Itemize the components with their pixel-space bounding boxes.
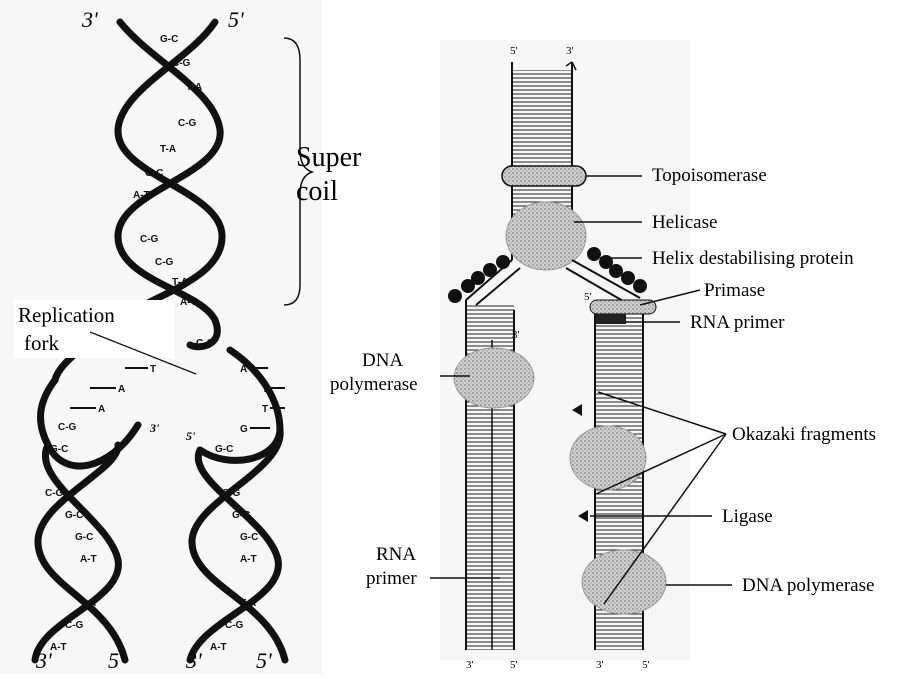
super-coil-label: coil	[296, 176, 338, 207]
fork-base: A	[240, 364, 247, 375]
base-pair: C-G	[222, 488, 241, 499]
end-label: 5'	[642, 659, 650, 671]
base-pair: G-C	[240, 532, 258, 543]
dna-polymerase-right-label: DNA polymerase	[742, 575, 874, 596]
base-pair: G-C	[145, 168, 163, 179]
base-pair: A-T	[50, 642, 67, 653]
replication-fork-label: Replication	[18, 303, 115, 327]
base-pair: G-C	[50, 444, 68, 455]
primase-enzyme	[590, 300, 656, 314]
rna-primer-top	[596, 314, 626, 324]
fork-base: T	[262, 384, 268, 395]
rna-primer-bottom-label: RNA	[376, 544, 416, 565]
left-panel: G-C C-G T-A C-G T-A G-C A-T C-G C-G T-A …	[0, 0, 362, 674]
topoisomerase-label: Topoisomerase	[652, 165, 767, 186]
helix-destabilising-label: Helix destabilising protein	[652, 248, 854, 269]
rna-primer-top-label: RNA primer	[690, 312, 785, 333]
okazaki-fragments-label: Okazaki fragments	[732, 424, 876, 445]
end-label: 5'	[510, 659, 518, 671]
fork-base: G	[240, 424, 248, 435]
end-label: 5'	[256, 648, 272, 673]
fork-base: A	[98, 404, 105, 415]
ligase-label: Ligase	[722, 506, 773, 527]
base-pair: C-G	[155, 257, 174, 268]
end-label: 5'	[584, 291, 592, 303]
base-pair: T-A	[240, 598, 256, 609]
end-label: 3'	[466, 659, 474, 671]
end-label: 3'	[596, 659, 604, 671]
replication-fork-label: fork	[24, 331, 59, 355]
end-label: 3'	[185, 648, 202, 673]
super-coil-label: Super	[296, 142, 362, 173]
base-pair: G-C	[215, 444, 233, 455]
end-label: 3'	[35, 648, 52, 673]
end-label: 3'	[149, 421, 160, 435]
base-pair: A-T	[80, 554, 97, 565]
base-pair: A-T	[210, 642, 227, 653]
base-pair: G-C	[160, 34, 178, 45]
base-pair: C-G	[65, 620, 84, 631]
base-pair: T-A	[80, 598, 96, 609]
base-pair: A-T	[240, 554, 257, 565]
base-pair: A-T	[133, 190, 150, 201]
base-pair: A-T	[180, 297, 197, 308]
end-label: 5'	[510, 45, 518, 57]
base-pair: G-C	[65, 510, 83, 521]
dna-polymerase-left-label: polymerase	[330, 374, 418, 395]
base-pair: C-G	[140, 234, 159, 245]
fork-base: A	[118, 384, 125, 395]
base-pair: C-G	[178, 118, 197, 129]
base-pair: C-G	[196, 338, 215, 349]
end-label: 3'	[566, 45, 574, 57]
end-label: 3'	[81, 7, 98, 32]
base-pair: C-G	[58, 422, 77, 433]
base-pair: T-A	[186, 82, 202, 93]
helicase-enzyme	[506, 202, 586, 270]
primase-label: Primase	[704, 280, 765, 301]
base-pair: C-G	[172, 58, 191, 69]
fork-base: T	[150, 364, 156, 375]
base-pair: C-G	[45, 488, 64, 499]
base-pair: G-C	[232, 510, 250, 521]
dna-polymerase-left-label: DNA	[362, 350, 403, 371]
end-label: 5'	[108, 648, 124, 673]
helicase-label: Helicase	[652, 212, 717, 233]
base-pair: G-C	[75, 532, 93, 543]
base-pair: T-A	[160, 144, 176, 155]
rna-primer-bottom-label: primer	[366, 568, 417, 589]
end-label: 3'	[512, 329, 520, 341]
end-label: 5'	[186, 429, 196, 443]
fork-base: T	[262, 404, 268, 415]
okazaki-polymerase	[570, 426, 646, 490]
dna-polymerase-right	[582, 550, 666, 614]
right-panel: 5' 3'	[330, 40, 876, 671]
topoisomerase-enzyme	[502, 166, 586, 186]
dna-polymerase-left	[454, 348, 534, 408]
base-pair: T-A	[172, 277, 188, 288]
end-label: 5'	[228, 7, 244, 32]
base-pair: C-G	[225, 620, 244, 631]
